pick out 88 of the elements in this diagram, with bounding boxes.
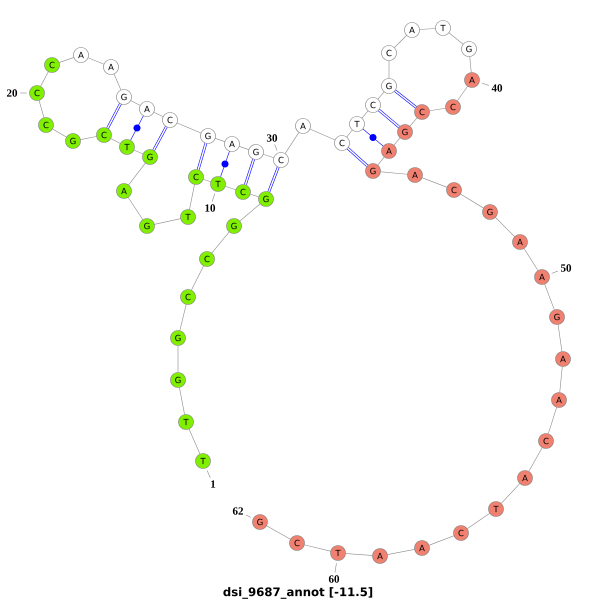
position-number: 30 [266,134,278,142]
title: dsi_9687_annot [-11.5] [223,587,372,599]
backbone-line [559,366,563,393]
backbone-line [128,162,146,186]
backbone-line [310,128,336,140]
backbone-line [428,536,454,546]
backbone-line [80,136,97,140]
backbone-line [378,92,384,100]
base-pair-line [346,147,368,167]
position-number: 20 [6,89,18,97]
backbone-line [394,35,407,48]
backbone-line [548,407,557,434]
backbone-line [225,186,236,190]
backbone-line [180,304,186,331]
backbone-line [467,513,490,529]
base-pair-line [378,109,400,128]
leader-line [206,470,211,478]
backbone-line [304,544,331,552]
backbone-line [38,100,44,118]
base-pair-line [196,143,208,170]
position-number: 40 [492,84,502,92]
backbone-line [134,150,144,154]
leader-line [20,92,27,94]
backbone-line [40,72,49,86]
backbone-line [524,248,538,271]
backbone-line [346,130,352,138]
backbone-line [114,74,122,90]
backbone-line [154,112,164,117]
backbone-line [189,184,195,210]
backbone-line [284,132,300,154]
base-pair-line [152,126,168,151]
backbone-line [394,138,400,146]
base-pair-line [220,151,230,177]
backbone-line [212,232,230,254]
base-pair-line [106,103,122,129]
backbone-line [419,28,436,30]
backbone-line [388,60,390,78]
backbone-line [528,447,542,472]
backbone-line [215,138,225,142]
backbone-line [422,178,448,188]
backbone-line [266,526,291,540]
position-number: 1 [211,480,216,488]
backbone-line [250,194,259,198]
backbone-line [558,324,562,352]
leader-line [246,514,252,518]
backbone-line [128,197,144,220]
backbone-line [387,549,415,555]
backbone-line [501,483,520,504]
backbone-line [380,171,408,175]
backbone-line [176,122,202,134]
backbone-line [188,428,200,454]
backbone-line [263,154,274,158]
backbone-line [345,553,373,556]
position-number: 60 [328,575,340,583]
backbone-line [240,204,260,222]
backbone-line [52,128,67,138]
backbone-line [362,110,368,118]
backbone-line [130,100,140,106]
backbone-line [469,56,472,73]
base-pair-line [362,128,384,146]
leader-line [212,193,216,202]
leader-line [334,562,337,573]
backbone-line [88,58,104,64]
backbone-line [191,266,204,290]
backbone-line [410,118,418,126]
backbone-line [378,156,384,166]
backbone-line [203,179,211,182]
base-pair-line [244,159,255,185]
backbone-line [239,146,249,150]
base-pair-line [268,166,280,192]
position-number: 62 [232,507,244,515]
backbone-line [179,387,185,415]
leader-line [551,270,558,274]
base-pair-line [394,90,417,108]
backbone-line [59,57,74,63]
leader-line [274,144,278,151]
leader-line [482,82,490,86]
backbone-line [544,284,555,310]
backbone-line [110,138,120,144]
base-pair-line [130,116,144,140]
position-number: 10 [205,204,216,212]
backbone-line [448,32,464,44]
backbone-line [154,218,181,225]
backbone-line [429,108,446,112]
backbone-line [460,194,484,208]
backbone-line [495,217,515,237]
backbone-line [457,86,468,101]
position-number: 50 [560,264,572,272]
